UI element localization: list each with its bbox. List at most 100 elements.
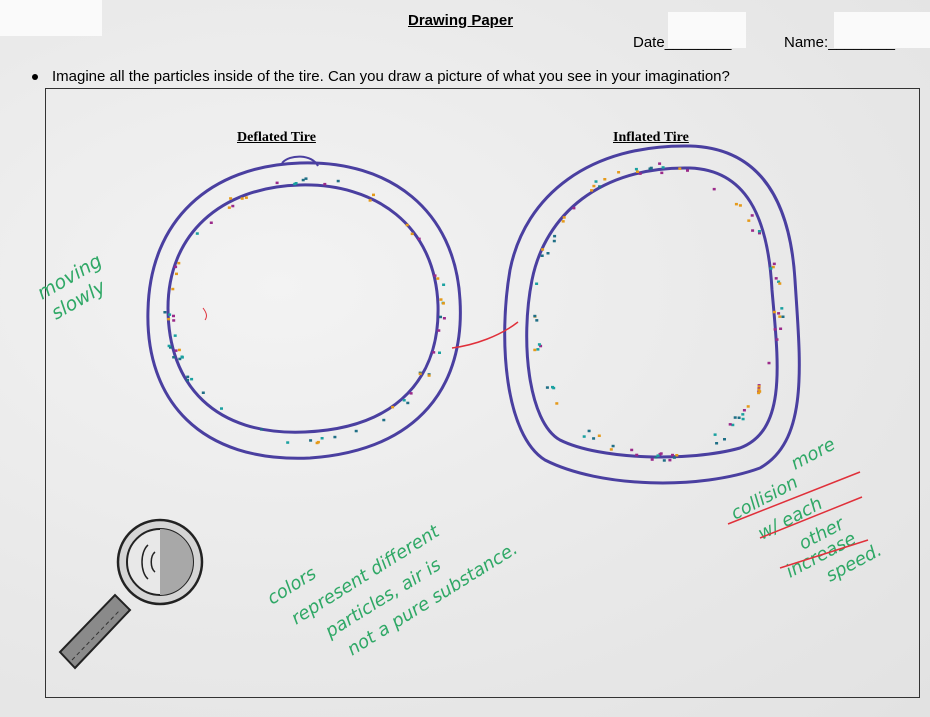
name-field: Name:________ [784, 34, 895, 51]
particle-dot [582, 435, 586, 438]
particle-dot [304, 177, 308, 180]
particle-dot [728, 423, 732, 426]
particle-dot [555, 402, 559, 405]
particle-dot [333, 435, 337, 439]
particle-dot [536, 348, 540, 351]
particle-dot [635, 453, 639, 457]
deflated-tire-outer [146, 161, 462, 460]
particle-dot [733, 416, 737, 419]
particle-dot [750, 214, 754, 217]
particle-dot [382, 418, 386, 422]
particle-dot [630, 448, 634, 452]
particle-dot [537, 343, 541, 346]
particle-dot [186, 375, 190, 379]
particle-dot [174, 349, 178, 352]
prompt-line: Imagine all the particles inside of the … [32, 68, 730, 85]
magnifying-glass-icon [58, 518, 204, 670]
particle-dot [609, 448, 613, 451]
name-blank: ________ [828, 34, 895, 51]
particle-dot [260, 428, 264, 431]
particle-dot [636, 170, 639, 173]
annotation-line: more [787, 434, 838, 475]
particle-dot [442, 317, 446, 320]
particle-dot [172, 356, 176, 359]
particle-dot [778, 315, 782, 318]
annotation-moving-slowly: moving slowly [34, 250, 111, 324]
particle-dot [231, 204, 235, 208]
particle-dot [675, 454, 679, 457]
particle-dot [758, 231, 761, 235]
particle-dot [757, 388, 761, 391]
particle-dot [406, 401, 410, 405]
particle-dot [553, 234, 557, 238]
particle-dot [227, 206, 231, 209]
particle-dot [668, 458, 672, 462]
particle-dot [572, 206, 576, 210]
particle-dot [410, 232, 414, 236]
particle-dot [777, 280, 781, 283]
particle-dot [441, 302, 445, 305]
particle-dot [168, 313, 172, 316]
particle-dot [658, 453, 662, 456]
particle-dot [592, 437, 596, 440]
particle-dot [320, 437, 324, 440]
particle-dot [660, 171, 664, 175]
particle-dot [634, 167, 638, 171]
deflated-tire [146, 155, 462, 460]
particle-dot [771, 265, 775, 269]
particle-dot [437, 329, 441, 332]
particle-dot [767, 361, 771, 365]
bullet-icon [32, 74, 38, 81]
particle-dot [540, 254, 544, 257]
red-arrow-line [451, 321, 519, 349]
strike-line [779, 539, 869, 569]
particle-dot [738, 204, 742, 207]
particle-dot [772, 310, 776, 314]
particle-dot [442, 283, 446, 286]
particle-dot [220, 407, 223, 410]
inflated-tire-inner [525, 166, 779, 459]
particle-dot [172, 319, 176, 322]
particle-dot [391, 405, 395, 409]
particle-dot [167, 317, 171, 321]
inflated-tire-outer [503, 144, 801, 485]
particle-dot [769, 267, 773, 270]
particle-dot [741, 413, 745, 416]
particle-dot [535, 282, 539, 285]
redaction-box [668, 12, 746, 48]
particle-dot [439, 298, 443, 301]
particle-dot [336, 179, 340, 183]
particle-dot [167, 344, 171, 348]
particle-dot [240, 197, 244, 200]
deflated-tire-label: Deflated Tire [237, 130, 316, 145]
particle-dot [546, 252, 550, 255]
particle-dot [598, 185, 602, 188]
strike-line [727, 471, 861, 525]
particle-dot [747, 219, 751, 222]
particle-dot [323, 182, 327, 186]
particle-dot [603, 178, 607, 181]
name-label: Name: [784, 34, 829, 51]
particle-dot [301, 178, 305, 182]
particle-dot [777, 312, 781, 315]
particle-dot [661, 166, 665, 169]
particle-dot [178, 357, 182, 361]
particle-dot [229, 197, 233, 200]
redaction-box [834, 12, 930, 48]
particle-dot [741, 417, 745, 421]
particle-dot [734, 202, 738, 206]
particle-dot [539, 344, 543, 348]
particle-dot [427, 374, 431, 377]
particle-dot [723, 438, 726, 441]
particle-dot [286, 441, 290, 444]
particle-dot [275, 181, 279, 185]
particle-dot [587, 429, 591, 433]
particle-dot [774, 277, 778, 280]
particle-dot [545, 386, 549, 389]
particle-dot [195, 232, 199, 235]
particle-dot [368, 199, 372, 202]
date-field: Date________ [633, 34, 731, 51]
particle-dot [617, 171, 621, 174]
particle-dot [686, 169, 689, 172]
particle-dot [433, 274, 437, 277]
